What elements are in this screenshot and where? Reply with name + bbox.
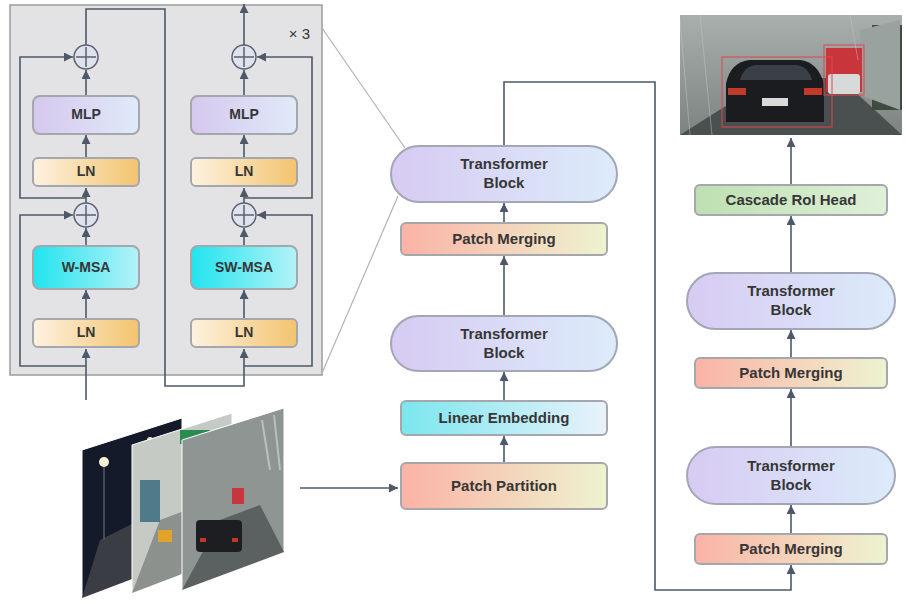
node-label: W-MSA	[62, 259, 111, 277]
transformer-block: Transformer Block	[390, 315, 618, 372]
process-box: Linear Embedding	[400, 400, 608, 436]
node-label: Transformer Block	[735, 282, 847, 320]
transformer-block: Transformer Block	[686, 446, 896, 505]
output-arrow	[790, 138, 792, 184]
node-label: Patch Merging	[739, 364, 842, 383]
node-label: Transformer Block	[448, 155, 560, 193]
add-symbol	[74, 203, 98, 227]
block-wires	[20, 4, 791, 488]
zoom-line	[322, 28, 405, 148]
flow-arrow	[790, 330, 792, 357]
wire	[243, 70, 245, 95]
node-label: Transformer Block	[735, 457, 847, 495]
attention-box: W-MSA	[32, 245, 140, 290]
flow-arrow	[243, 135, 245, 157]
input-arrow	[300, 487, 398, 489]
process-box: Patch Merging	[694, 357, 888, 389]
norm-box: LN	[32, 157, 140, 187]
rain-image	[182, 408, 284, 590]
zoom-line	[322, 196, 398, 373]
flow-arrow	[790, 216, 792, 272]
add-symbol	[232, 203, 256, 227]
flow-arrow	[243, 290, 245, 318]
add-symbols	[74, 45, 256, 227]
node-label: Transformer Block	[448, 325, 560, 363]
node-label: MLP	[71, 106, 101, 124]
wire	[243, 188, 245, 203]
flow-arrow	[85, 135, 87, 157]
norm-box: LN	[190, 318, 298, 348]
node-label: Patch Merging	[452, 230, 555, 249]
wire	[243, 228, 245, 245]
node-label: Patch Partition	[451, 477, 557, 496]
node-label: LN	[235, 324, 254, 342]
wire	[85, 188, 87, 203]
attention-box: SW-MSA	[190, 245, 298, 290]
node-label: MLP	[229, 106, 259, 124]
node-label: Patch Merging	[739, 540, 842, 559]
norm-box: LN	[190, 157, 298, 187]
node-label: × 3	[289, 25, 310, 44]
flow-arrow	[503, 203, 505, 222]
repeat-panel: × 3 MLP LN W-MSA LN MLP LN SW-MSA LN	[10, 5, 322, 375]
flow-arrow	[503, 436, 505, 462]
node-label: SW-MSA	[215, 259, 273, 277]
truck	[140, 480, 160, 522]
wire	[243, 4, 245, 45]
mlp-box: MLP	[190, 95, 298, 135]
node-label: LN	[77, 163, 96, 181]
car	[196, 520, 242, 552]
process-box: Patch Merging	[694, 533, 888, 565]
car	[726, 60, 824, 122]
car	[158, 530, 172, 542]
transformer-block: Transformer Block	[390, 145, 618, 203]
node-label: LN	[235, 163, 254, 181]
detection-box	[722, 57, 832, 127]
panel-ground	[10, 5, 322, 375]
head-box: Cascade RoI Head	[694, 184, 888, 216]
add-symbol	[74, 45, 98, 69]
node-label: Linear Embedding	[439, 409, 570, 428]
node-label: LN	[77, 324, 96, 342]
truck	[232, 488, 244, 504]
car	[828, 74, 860, 94]
flow-arrow	[503, 256, 505, 315]
flow-arrow	[790, 389, 792, 446]
detection-box	[824, 45, 864, 95]
wire	[85, 70, 87, 95]
flow-arrow	[85, 290, 87, 318]
process-box: Patch Partition	[400, 462, 608, 510]
flow-arrow	[503, 372, 505, 400]
wire	[85, 228, 87, 245]
input-images	[82, 408, 284, 598]
detection-photo	[680, 15, 902, 135]
transformer-block: Transformer Block	[686, 272, 896, 330]
process-box: Patch Merging	[400, 222, 608, 256]
zoom-lines	[322, 28, 405, 373]
wire	[85, 349, 87, 400]
add-symbol	[232, 45, 256, 69]
mlp-box: MLP	[32, 95, 140, 135]
flow-arrow	[790, 505, 792, 533]
node-label: Cascade RoI Head	[726, 191, 857, 210]
norm-box: LN	[32, 318, 140, 348]
